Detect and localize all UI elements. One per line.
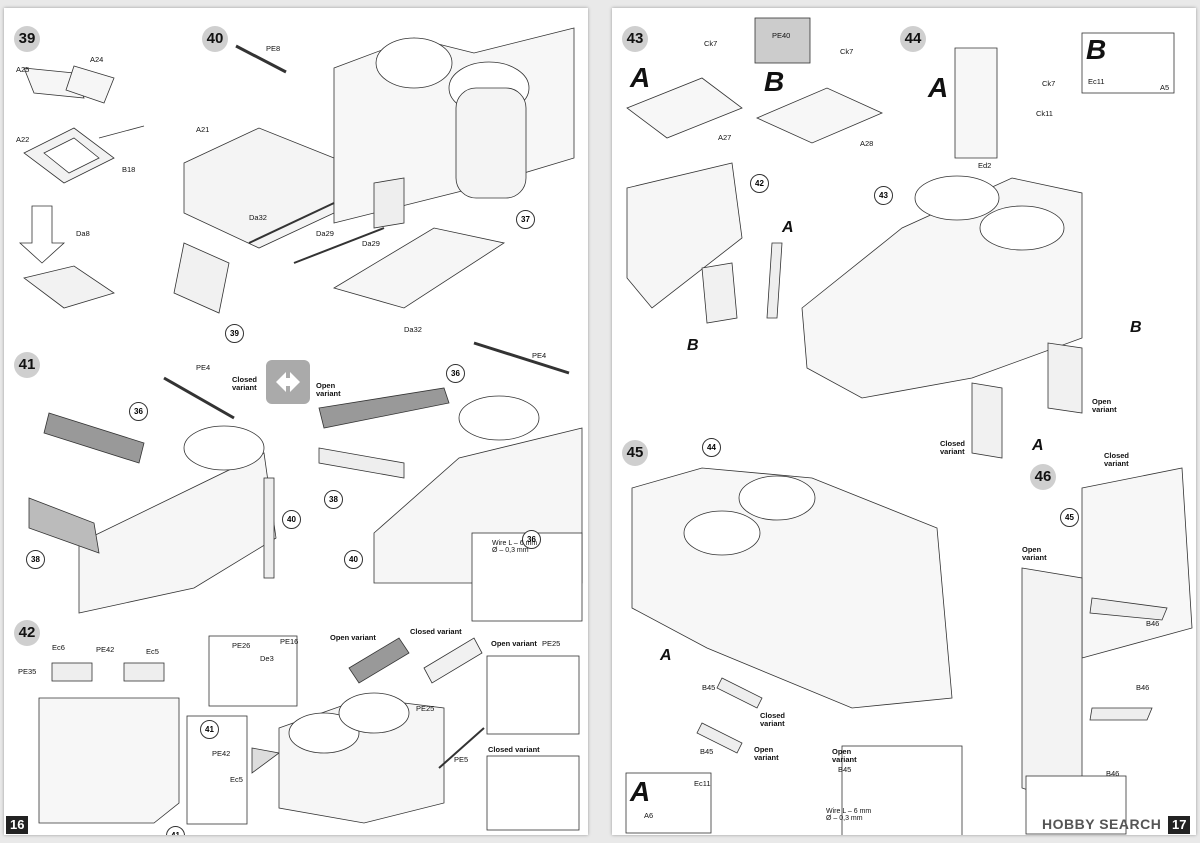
step-39-badge: 39: [14, 26, 40, 52]
part-label: PE25: [542, 639, 561, 648]
assembly-letter: B: [1130, 319, 1142, 336]
assembly-letter: A: [1032, 437, 1044, 454]
instruction-page-right: 43 A B A B B Ck7 A27 PE40 Ck7 A28 42 44 …: [612, 8, 1196, 835]
part-label: Da8: [76, 229, 90, 238]
step-ref-36: 36: [129, 402, 148, 421]
part-label: PE26: [232, 641, 251, 650]
step-46-badge: 46: [1030, 464, 1056, 490]
closed-variant-label: Closed variant: [232, 375, 258, 393]
part-label: Da32: [249, 213, 267, 222]
open-variant-label: Open variant: [330, 633, 376, 642]
open-variant-label: Open variant: [754, 745, 779, 763]
open-variant-label: Open variant: [832, 747, 857, 765]
part-label: B18: [122, 165, 136, 174]
step-ref-41: 41: [200, 720, 219, 739]
step-45-badge: 45: [622, 440, 648, 466]
part-label: PE4: [196, 363, 211, 372]
instruction-page-left: 39 A24 A25 A22 B18 Da8 40 PE8 A21 Da32 D…: [4, 8, 588, 835]
step-ref-45: 45: [1060, 508, 1079, 527]
assembly-letter: A: [782, 219, 794, 236]
step-ref-40: 40: [344, 550, 363, 569]
open-variant-label: Open variant: [1022, 545, 1047, 563]
step-41-badge: 41: [14, 352, 40, 378]
part-label: PE4: [532, 351, 547, 360]
closed-variant-label: Closed variant: [410, 627, 462, 636]
step-ref-36: 36: [446, 364, 465, 383]
assembly-letter: B: [687, 337, 699, 354]
part-label: Ed2: [978, 161, 992, 170]
part-label: De3: [260, 654, 274, 663]
closed-variant-label: Closed variant: [940, 439, 966, 457]
part-label: B46: [1106, 769, 1120, 778]
part-label: B46: [1146, 619, 1160, 628]
step-44-badge: 44: [900, 26, 926, 52]
part-label: PE40: [772, 31, 791, 40]
closed-variant-label: Closed variant: [760, 711, 786, 729]
part-label: B46: [1136, 683, 1150, 692]
part-label: Ec5: [146, 647, 159, 656]
part-label: PE42: [212, 749, 231, 758]
page-number: 16: [6, 816, 29, 834]
open-variant-label: Open variant: [316, 381, 341, 399]
part-label: A24: [90, 55, 104, 64]
part-label: Ck11: [1036, 109, 1053, 118]
right-page-drawings: [625, 17, 1193, 835]
part-label: Da29: [316, 229, 334, 238]
step-42-badge: 42: [14, 620, 40, 646]
part-label: PE5: [454, 755, 469, 764]
watermark-logo: HOBBY SEARCH: [1042, 816, 1162, 832]
part-label: A28: [860, 139, 874, 148]
part-label: Ck7: [704, 39, 718, 48]
assembly-letter: A: [928, 72, 949, 103]
open-variant-label: Open variant: [491, 639, 537, 648]
part-label: A6: [644, 811, 654, 820]
wire-note: Wire L – 6 mm Ø – 0,3 mm: [492, 540, 538, 554]
part-label: PE35: [18, 667, 37, 676]
part-label: PE25: [416, 704, 435, 713]
assembly-letter: A: [660, 647, 672, 664]
closed-variant-label: Closed variant: [1104, 451, 1130, 469]
part-label: Ck7: [840, 47, 854, 56]
part-label: A5: [1160, 83, 1170, 92]
part-label: Ec11: [1088, 77, 1105, 86]
step-ref-38: 38: [324, 490, 343, 509]
wire-note: Wire L – 6 mm Ø – 0,3 mm: [826, 808, 872, 822]
step-ref-40: 40: [282, 510, 301, 529]
step-ref-44: 44: [702, 438, 721, 457]
step-ref-36: 36: [522, 530, 541, 549]
part-label: A21: [196, 125, 210, 134]
part-label: Ec11: [694, 779, 711, 788]
step-ref-37: 37: [516, 210, 535, 229]
part-label: PE8: [266, 44, 281, 53]
step-40-badge: 40: [202, 26, 228, 52]
part-label: A25: [16, 65, 30, 74]
step-ref-38: 38: [26, 550, 45, 569]
assembly-letter: B: [764, 66, 785, 97]
step-ref-43: 43: [874, 186, 893, 205]
assembly-letter: A: [630, 62, 651, 93]
open-variant-label: Open variant: [1092, 397, 1117, 415]
part-label: PE42: [96, 645, 115, 654]
part-label: B45: [700, 747, 714, 756]
part-label: A27: [718, 133, 732, 142]
left-page-drawings: [18, 27, 583, 831]
part-label: Ec5: [230, 775, 243, 784]
closed-variant-label: Closed variant: [488, 745, 540, 754]
part-label: Da29: [362, 239, 380, 248]
part-label: B45: [838, 765, 852, 774]
step-ref-39: 39: [225, 324, 244, 343]
variant-switch-icon: [266, 360, 310, 404]
page-number: 17: [1168, 816, 1191, 834]
part-label: A22: [16, 135, 30, 144]
part-label: Ck7: [1042, 79, 1056, 88]
assembly-letter: B: [1086, 34, 1107, 65]
step-43-badge: 43: [622, 26, 648, 52]
part-label: PE16: [280, 637, 299, 646]
assembly-letter: A: [630, 776, 651, 807]
part-label: Ec6: [52, 643, 65, 652]
step-ref-42: 42: [750, 174, 769, 193]
part-label: B45: [702, 683, 716, 692]
part-label: Da32: [404, 325, 422, 334]
